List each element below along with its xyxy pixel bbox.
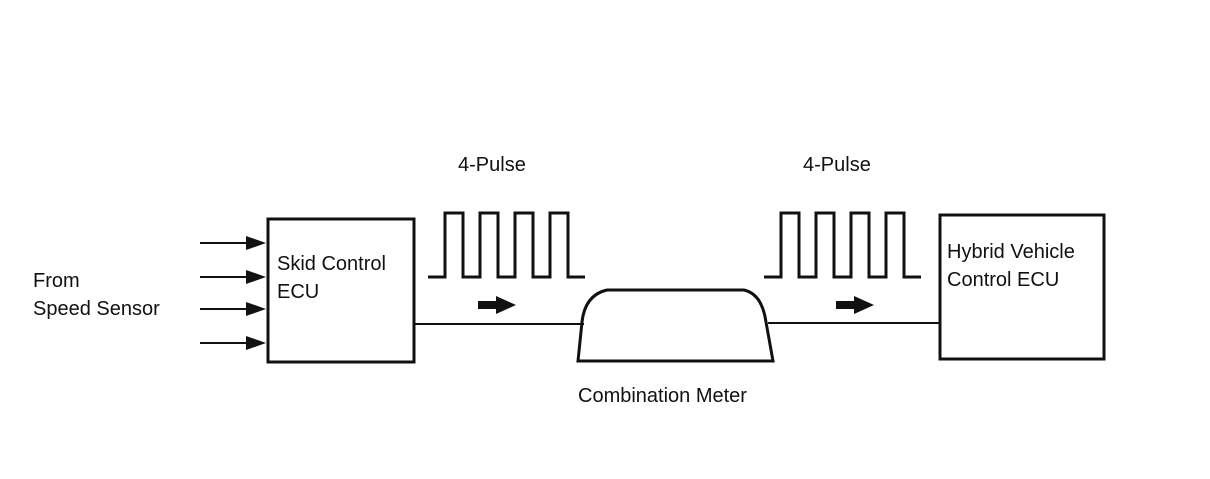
pulse-waveform-right xyxy=(764,211,921,279)
direction-arrow-right-shaft xyxy=(836,301,856,309)
pulse-label-right: 4-Pulse xyxy=(803,154,871,176)
direction-arrow-left xyxy=(478,296,516,314)
direction-arrow-left-head xyxy=(496,296,516,314)
hybrid-ecu-label-line2: Control ECU xyxy=(947,269,1060,291)
direction-arrow-right-head xyxy=(854,296,874,314)
skid-control-ecu-box xyxy=(266,217,416,364)
sensor-arrowhead-4 xyxy=(246,336,266,350)
sensor-arrowhead-3 xyxy=(246,302,266,316)
sensor-arrowhead-1 xyxy=(246,236,266,250)
pulse-waveform-left xyxy=(428,211,585,279)
direction-arrow-left-shaft xyxy=(478,301,498,309)
source-label-line2: Speed Sensor xyxy=(33,298,160,320)
direction-arrow-right xyxy=(836,296,874,314)
source-label-line1: From xyxy=(33,270,80,292)
sensor-input-arrows xyxy=(200,236,266,350)
pulse-label-left: 4-Pulse xyxy=(458,154,526,176)
hybrid-vehicle-ecu-box xyxy=(938,213,1106,361)
sensor-arrowhead-2 xyxy=(246,270,266,284)
hybrid-ecu-label-line1: Hybrid Vehicle xyxy=(947,241,1075,263)
combination-meter-shape xyxy=(576,288,775,363)
skid-ecu-label-line2: ECU xyxy=(277,281,320,303)
combination-meter-label: Combination Meter xyxy=(578,385,747,407)
skid-ecu-label-line1: Skid Control xyxy=(277,253,386,275)
